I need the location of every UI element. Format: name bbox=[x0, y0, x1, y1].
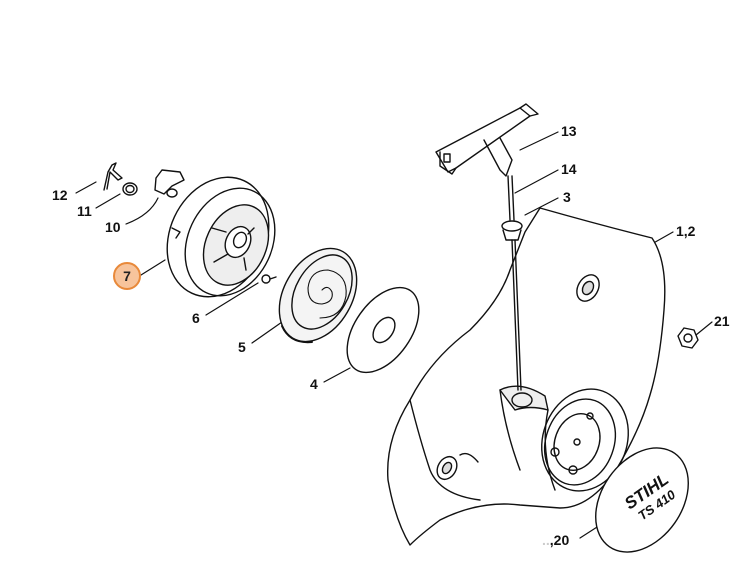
callout-7-highlighted[interactable]: 7 bbox=[113, 262, 141, 290]
part-14-rope bbox=[507, 175, 522, 391]
callout-20[interactable]: ..,20 bbox=[542, 533, 569, 547]
callout-5[interactable]: 5 bbox=[238, 339, 246, 355]
part-20-stihl-badge: STIHL TS 410 bbox=[595, 447, 689, 553]
part-12-clip bbox=[103, 162, 123, 191]
callout-4[interactable]: 4 bbox=[310, 376, 318, 392]
part-3-grommet bbox=[501, 220, 523, 241]
part-21-nut bbox=[677, 327, 699, 349]
part-11-washer bbox=[122, 182, 138, 196]
callout-1-2[interactable]: 1,2 bbox=[676, 223, 696, 239]
callout-13[interactable]: 13 bbox=[561, 123, 577, 139]
part-1-2-starter-housing bbox=[386, 207, 666, 546]
callout-21[interactable]: 21 bbox=[714, 313, 730, 329]
part-7-rope-rotor bbox=[166, 176, 276, 298]
part-4-disc bbox=[346, 286, 420, 374]
faint-prefix: .. bbox=[542, 532, 550, 548]
part-6-screw bbox=[261, 274, 277, 284]
callout-11[interactable]: 11 bbox=[77, 203, 92, 219]
callout-20-label: ,20 bbox=[549, 532, 570, 548]
part-5-spring-housing bbox=[278, 247, 358, 344]
part-10-pawl bbox=[154, 169, 185, 198]
callout-6[interactable]: 6 bbox=[192, 310, 200, 326]
callout-12[interactable]: 12 bbox=[52, 187, 68, 203]
callout-3[interactable]: 3 bbox=[563, 189, 571, 205]
part-13-handle bbox=[435, 103, 539, 177]
callout-10[interactable]: 10 bbox=[105, 219, 121, 235]
callout-14[interactable]: 14 bbox=[561, 161, 577, 177]
